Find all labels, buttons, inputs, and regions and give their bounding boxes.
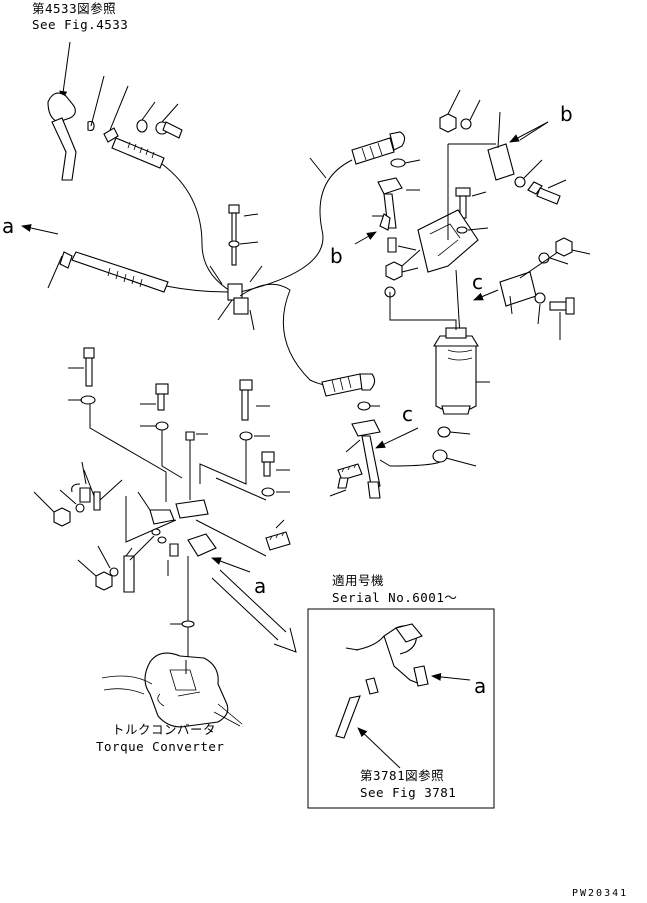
inset-title-jp: 適用号機 bbox=[332, 573, 385, 588]
callout-b-left: b bbox=[330, 244, 343, 268]
drawing-code: PW20341 bbox=[572, 888, 629, 899]
callout-a-lower: a bbox=[254, 574, 267, 598]
upper-tube-assembly bbox=[47, 41, 105, 181]
inset-frame bbox=[307, 608, 495, 809]
inset-title-en: Serial No.6001～ bbox=[332, 590, 458, 605]
lower-right-hose bbox=[321, 373, 419, 499]
callout-c-upper: c bbox=[472, 270, 483, 294]
manifold-block-assembly bbox=[33, 347, 291, 660]
right-bracket-assembly bbox=[401, 89, 591, 340]
upper-right-hose bbox=[239, 131, 421, 293]
top-left-reference-en: See Fig.4533 bbox=[32, 17, 129, 32]
top-left-reference-jp: 第4533図参照 bbox=[32, 1, 117, 16]
callout-b-right: b bbox=[560, 102, 573, 126]
inset-pointer-arrow bbox=[211, 569, 297, 653]
filter-canister bbox=[389, 292, 490, 467]
hose-clamp bbox=[209, 204, 351, 386]
callout-a-left: a bbox=[2, 214, 15, 238]
mid-right-fittings bbox=[354, 177, 420, 298]
inset-reference-jp: 第3781図参照 bbox=[360, 768, 445, 783]
inset-reference-en: See Fig 3781 bbox=[360, 785, 457, 800]
torque-converter-body bbox=[101, 652, 243, 728]
callout-c-lower: c bbox=[402, 402, 413, 426]
upper-hose bbox=[103, 85, 233, 293]
torque-converter-label-jp: トルクコンバータ bbox=[112, 722, 217, 737]
callout-a-inset: a bbox=[474, 674, 487, 698]
torque-converter-label-en: Torque Converter bbox=[96, 739, 225, 754]
left-long-bolt bbox=[21, 224, 229, 293]
